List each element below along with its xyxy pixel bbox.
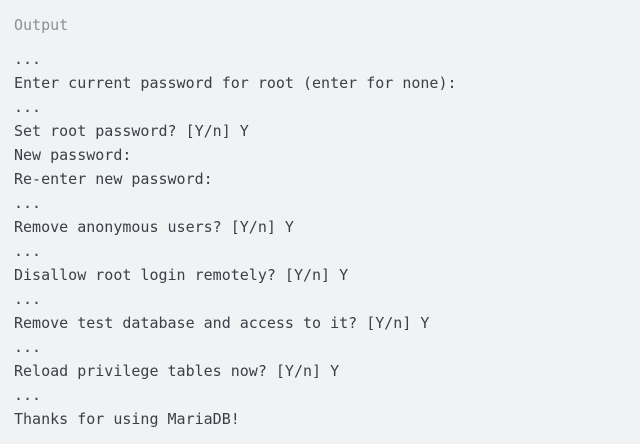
output-log[interactable]: ... Enter current password for root (ent… [14,47,640,431]
log-line: Disallow root login remotely? [Y/n] Y [14,266,349,284]
log-line: Remove test database and access to it? [… [14,314,430,332]
log-line: Remove anonymous users? [Y/n] Y [14,218,294,236]
log-line: ... [14,50,42,68]
log-line: New password: [14,146,132,164]
log-line: ... [14,242,42,260]
log-line: ... [14,386,42,404]
output-panel-title: Output [14,16,69,34]
log-line: Re-enter new password: [14,170,213,188]
log-line: Enter current password for root (enter f… [14,74,457,92]
log-line: ... [14,290,42,308]
log-line: ... [14,194,42,212]
log-line: ... [14,338,42,356]
log-line: ... [14,98,42,116]
log-line: Thanks for using MariaDB! [14,410,240,428]
log-line: Reload privilege tables now? [Y/n] Y [14,362,340,380]
log-line: Set root password? [Y/n] Y [14,122,249,140]
